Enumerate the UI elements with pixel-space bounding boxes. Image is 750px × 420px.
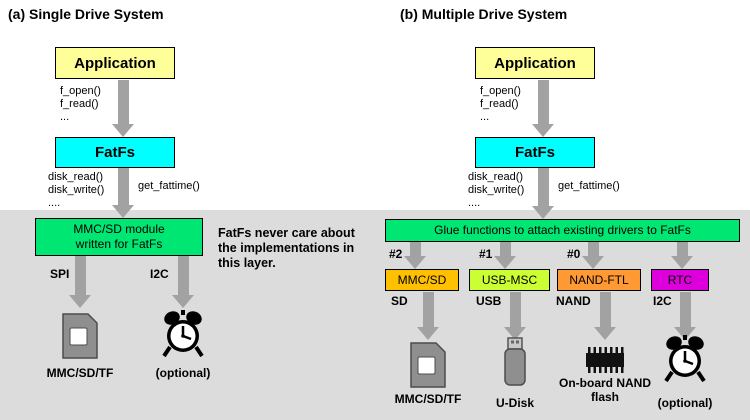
arrow-nandftl-to-flash [594,292,616,340]
arrow-head-icon [532,124,554,137]
alarm-clock-icon [663,334,707,384]
arrow-head-icon [504,327,526,340]
sd-card-icon [410,342,446,388]
left-panel-title: (a) Single Drive System [8,6,164,22]
right-disk-call-list: disk_read() disk_write() .... [468,171,524,210]
arrow-glue-to-mmcsd [404,242,426,269]
right-api-call-list: f_open() f_read() ... [480,85,521,124]
driver-box-mmcsd: MMC/SD [385,269,459,291]
layer-note: FatFs never care about the implementatio… [218,226,355,270]
drive-id-2-label: #2 [389,247,403,261]
left-module-box: MMC/SD module written for FatFs [35,218,203,256]
drive-id-0-label: #0 [567,247,581,261]
arrow-glue-to-nandftl [582,242,604,269]
api-call: f_read() [60,98,99,110]
left-i2c-label: I2C [150,267,169,281]
arrow-shaft [509,292,521,327]
arrow-head-icon [112,205,134,218]
arrow-shaft [499,242,511,256]
disk-call: disk_write() [48,184,105,196]
driver-box-nandftl: NAND-FTL [557,269,641,291]
api-call: f_open() [480,85,521,97]
right-application-box: Application [475,47,595,79]
left-arrow-application-to-fatfs [112,80,134,137]
arrow-shaft [599,292,611,327]
arrow-head-icon [582,256,604,269]
left-get-fattime-label: get_fattime() [138,180,200,192]
left-spi-label: SPI [50,267,70,281]
driver-box-rtc: RTC [651,269,709,291]
arrow-shaft [422,292,434,327]
arrow-head-icon [671,256,693,269]
arrow-shaft [117,168,129,205]
arrow-shaft [587,242,599,256]
disk-call: .... [468,197,481,209]
arrow-head-icon [69,295,91,308]
arrow-head-icon [674,327,696,340]
arrow-head-icon [112,124,134,137]
sd-card-icon [62,313,98,359]
arrow-head-icon [494,256,516,269]
right-panel-title: (b) Multiple Drive System [400,6,568,22]
disk-call: disk_read() [48,171,104,183]
arrow-glue-to-rtc [671,242,693,269]
arrow-shaft [409,242,421,256]
arrow-head-icon [404,256,426,269]
disk-call: .... [48,197,61,209]
arrow-head-icon [532,206,554,219]
left-arrow-i2c [172,256,194,308]
api-call: f_open() [60,85,101,97]
api-call: f_read() [480,98,519,110]
left-fatfs-box: FatFs [55,137,175,168]
right-udisk-label: U-Disk [495,396,534,410]
bus-label-nand: NAND [556,294,591,308]
arrow-shaft [537,80,549,124]
left-arrow-spi [69,256,91,308]
drive-id-1-label: #1 [479,247,493,261]
arrow-shaft [177,256,189,295]
glue-functions-box: Glue functions to attach existing driver… [385,219,740,242]
right-arrow-fatfs-to-glue [532,168,554,219]
bus-label-usb: USB [476,294,502,308]
arrow-head-icon [172,295,194,308]
arrow-shaft [537,168,549,206]
left-disk-call-list: disk_read() disk_write() .... [48,171,104,210]
right-get-fattime-label: get_fattime() [558,180,620,192]
right-card-label: MMC/SD/TF [394,392,462,406]
driver-box-usbmsc: USB-MSC [469,269,550,291]
arrow-mmcsd-to-card [417,292,439,340]
bus-label-sd: SD [391,294,408,308]
nand-chip-icon [583,347,627,373]
api-call: ... [60,111,70,123]
arrow-usbmsc-to-udisk [504,292,526,340]
arrow-glue-to-usbmsc [494,242,516,269]
alarm-clock-icon [161,309,205,359]
left-card-label: MMC/SD/TF [46,366,114,380]
usb-stick-icon [501,337,529,387]
right-nand-label: On-board NAND flash [559,376,651,404]
arrow-shaft [74,256,86,295]
api-call: ... [480,111,490,123]
arrow-shaft [117,80,129,124]
arrow-shaft [676,242,688,256]
right-arrow-application-to-fatfs [532,80,554,137]
right-optional-label: (optional) [657,396,713,410]
bus-label-i2c: I2C [653,294,672,308]
arrow-head-icon [594,327,616,340]
arrow-rtc-to-clock [674,292,696,340]
left-application-box: Application [55,47,175,79]
arrow-shaft [679,292,691,327]
arrow-head-icon [417,327,439,340]
right-fatfs-box: FatFs [475,137,595,168]
left-optional-label: (optional) [155,366,211,380]
disk-call: disk_write() [468,184,525,196]
disk-call: disk_read() [468,171,524,183]
left-arrow-fatfs-to-module [112,168,134,218]
left-api-call-list: f_open() f_read() ... [60,85,101,124]
